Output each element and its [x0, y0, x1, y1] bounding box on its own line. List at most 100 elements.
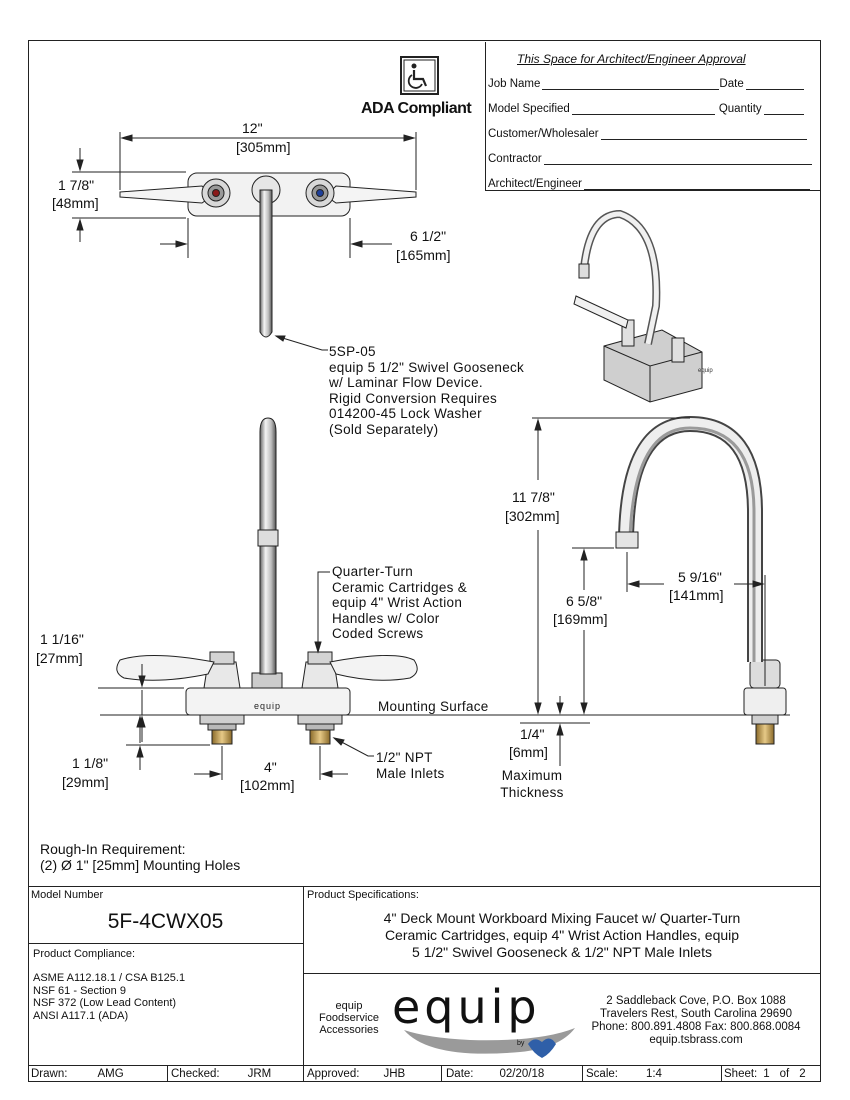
footer-sep: [582, 1065, 583, 1082]
svg-text:equip: equip: [254, 701, 281, 711]
contractor-field[interactable]: [543, 152, 812, 165]
handle-length-in: 6 1/2": [410, 228, 447, 244]
gooseneck-note-line: Rigid Conversion Requires: [329, 390, 498, 406]
spec-line: 5 1/2" Swivel Gooseneck & 1/2" NPT Male …: [412, 944, 712, 960]
inlet-note-line: 1/2" NPT: [376, 750, 433, 765]
center-spacing-mm: [102mm]: [240, 777, 295, 793]
contractor-label: Contractor: [488, 153, 542, 165]
compliance-list: ASME A112.18.1 / CSA B125.1 NSF 61 - Sec…: [33, 972, 185, 1022]
brand-by: by: [517, 1040, 525, 1047]
center-spacing-in: 4": [264, 759, 277, 775]
customer-field[interactable]: [600, 127, 807, 140]
footer-sep: [441, 1065, 442, 1082]
job-name-field[interactable]: [542, 77, 720, 90]
top-height-in: 1 7/8": [58, 177, 95, 193]
gooseneck-note-line: equip 5 1/2" Swivel Gooseneck: [329, 359, 525, 375]
gooseneck-note-line: 5SP-05: [329, 344, 376, 359]
date-label: Date: [719, 78, 744, 90]
reach-in: 5 9/16": [678, 569, 722, 585]
checked-label: Checked:: [171, 1068, 220, 1080]
model-specified-label: Model Specified: [488, 103, 570, 115]
overall-height-mm: [302mm]: [505, 508, 560, 524]
compliance-item: NSF 372 (Low Lead Content): [33, 997, 177, 1009]
svg-text:equip: equip: [698, 368, 713, 374]
top-width-in: 12": [242, 120, 263, 136]
handle-height-in: 1 1/16": [40, 631, 84, 647]
front-view: equip: [98, 417, 790, 780]
spec-line: 4" Deck Mount Workboard Mixing Faucet w/…: [383, 910, 741, 926]
spout-height-in: 6 5/8": [566, 593, 603, 609]
architect-row: Architect/Engineer: [488, 177, 810, 190]
drawn-cell: Drawn: AMG: [31, 1066, 124, 1082]
model-specified-row: Model Specified Quantity: [488, 102, 804, 115]
quantity-field[interactable]: [763, 102, 804, 115]
address-line: 2 Saddleback Cove, P.O. Box 1088: [606, 995, 786, 1007]
compliance-item: ASME A112.18.1 / CSA B125.1: [33, 972, 186, 984]
title-block-divider: [303, 886, 304, 1082]
inlet-height-mm: [29mm]: [62, 774, 109, 790]
wheelchair-icon: [400, 56, 439, 95]
gooseneck-note-line: 014200-45 Lock Washer: [329, 406, 482, 421]
checked-value: JRM: [247, 1068, 272, 1080]
top-height-mm: [48mm]: [52, 195, 99, 211]
rough-in-note: Rough-In Requirement: (2) Ø 1" [25mm] Mo…: [40, 841, 240, 873]
overall-height-in: 11 7/8": [512, 489, 555, 505]
footer-divider: [28, 1065, 821, 1066]
mounting-surface-label: Mounting Surface: [378, 699, 489, 714]
spec-line: Ceramic Cartridges, equip 4" Wrist Actio…: [384, 927, 740, 943]
handle-height-mm: [27mm]: [36, 650, 83, 666]
brand-sub-line: Foodservice: [319, 1012, 379, 1024]
cartridge-note-line: Quarter-Turn: [332, 564, 414, 579]
cartridge-note: Quarter-Turn Ceramic Cartridges & equip …: [332, 564, 467, 642]
title-block-top: [28, 886, 821, 887]
cartridge-note-line: Handles w/ Color: [332, 610, 440, 626]
date-field[interactable]: [745, 77, 804, 90]
spout-height-mm: [169mm]: [553, 611, 608, 627]
sheet-cell: Sheet: 1 of 2: [724, 1066, 806, 1082]
job-name-label: Job Name: [488, 78, 541, 90]
footer-date-value: 02/20/18: [499, 1068, 545, 1080]
isometric-view: equip: [573, 209, 713, 403]
approved-label: Approved:: [307, 1068, 360, 1080]
architect-field[interactable]: [583, 177, 810, 190]
approved-cell: Approved: JHB: [307, 1066, 405, 1082]
scale-value: 1:4: [645, 1068, 662, 1080]
thickness-note-line: Thickness: [500, 785, 564, 800]
compliance-item: ANSI A117.1 (ADA): [33, 1009, 129, 1022]
approval-heading: This Space for Architect/Engineer Approv…: [517, 52, 746, 66]
rough-in-holes: (2) Ø 1" [25mm] Mounting Holes: [40, 857, 241, 873]
brand-sub-line: Accessories: [319, 1024, 379, 1036]
job-name-row: Job Name Date: [488, 77, 804, 90]
model-specified-field[interactable]: [571, 102, 715, 115]
customer-row: Customer/Wholesaler: [488, 127, 807, 140]
checked-cell: Checked: JRM: [171, 1066, 271, 1082]
model-number-label: Model Number: [31, 889, 104, 901]
drawn-label: Drawn:: [31, 1068, 68, 1080]
thickness-mm: [6mm]: [509, 744, 548, 760]
footer-sep: [167, 1065, 168, 1082]
ada-label: ADA Compliant: [361, 100, 472, 117]
brand-sub-line: equip: [335, 1000, 363, 1012]
drawing-frame: [28, 40, 821, 1082]
spec-brand-divider: [303, 973, 821, 974]
sheet-label: Sheet:: [724, 1068, 758, 1080]
cartridge-note-line: Ceramic Cartridges &: [332, 579, 468, 595]
drawn-value: AMG: [97, 1068, 124, 1080]
date-cell: Date: 02/20/18: [446, 1066, 544, 1082]
inlet-height-in: 1 1/8": [72, 755, 109, 771]
footer-date-label: Date:: [446, 1068, 474, 1080]
compliance-item: NSF 61 - Section 9: [33, 984, 126, 997]
website-link[interactable]: equip.tsbrass.com: [649, 1034, 743, 1046]
top-view: [72, 132, 417, 351]
thickness-in: 1/4": [520, 726, 545, 742]
side-view: [520, 415, 787, 766]
cartridge-note-line: Coded Screws: [332, 626, 424, 641]
brand-logo-text: equip: [392, 980, 541, 1034]
spec-text: 4" Deck Mount Workboard Mixing Faucet w/…: [303, 910, 821, 961]
address-line: Travelers Rest, South Carolina 29690: [600, 1008, 792, 1020]
handle-length-mm: [165mm]: [396, 247, 451, 263]
inlet-note: 1/2" NPT Male Inlets: [376, 750, 445, 782]
